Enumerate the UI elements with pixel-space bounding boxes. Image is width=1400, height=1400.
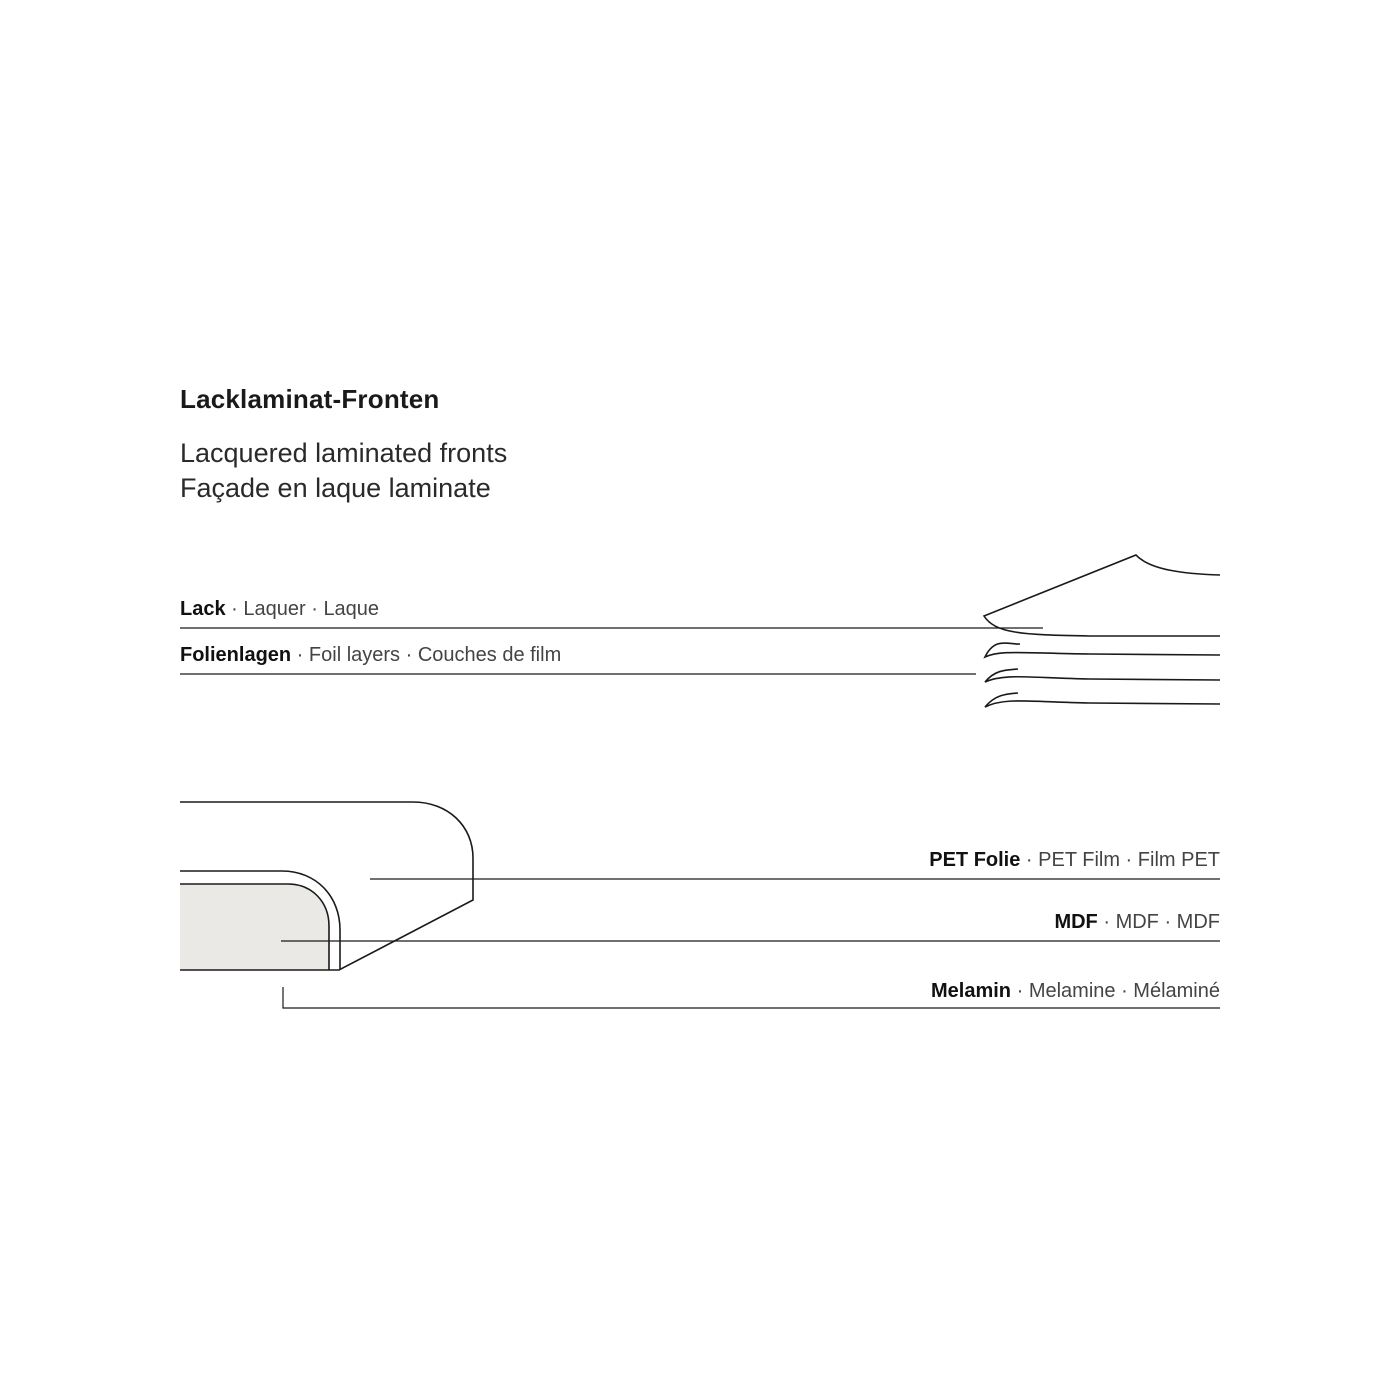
melamine-outline xyxy=(180,883,330,970)
pet-film-outline xyxy=(180,870,341,970)
label-lack-en: Laquer xyxy=(243,598,306,620)
label-folienlagen-fr: Couches de film xyxy=(417,644,562,666)
label-melamin-sep1: · xyxy=(1011,980,1029,1002)
label-mdf-fr: MDF xyxy=(1176,911,1220,933)
label-mdf-de: MDF xyxy=(1054,911,1098,933)
panel-top-outline xyxy=(180,801,474,971)
page-title: Lacklaminat-Fronten xyxy=(180,384,440,414)
label-mdf-sep2: · xyxy=(1158,911,1177,933)
foil-layer-3-outline xyxy=(984,692,1221,708)
label-pet-de: PET Folie xyxy=(929,849,1021,871)
label-folienlagen-en: Foil layers xyxy=(308,644,401,666)
foil-layer-1-outline xyxy=(983,642,1221,659)
label-folienlagen-sep2: · xyxy=(400,644,418,666)
subtitle-english: Lacquered laminated fronts xyxy=(180,438,508,468)
label-melamin-fr: Mélaminé xyxy=(1133,980,1220,1002)
label-melamin: Melamin · Melamine · Mélaminé xyxy=(931,979,1220,1003)
subtitle-french: Façade en laque laminate xyxy=(180,473,491,503)
label-pet-sep1: · xyxy=(1020,849,1039,871)
label-lack-de: Lack xyxy=(180,598,226,620)
label-folienlagen-sep1: · xyxy=(291,644,309,666)
label-melamin-de: Melamin xyxy=(931,980,1012,1002)
label-melamin-en: Melamine xyxy=(1028,980,1116,1002)
label-mdf-sep1: · xyxy=(1097,911,1116,933)
label-lack-sep1: · xyxy=(225,598,244,620)
label-pet-sep2: · xyxy=(1120,849,1138,871)
lacquer-layer-outline xyxy=(982,554,1221,637)
label-mdf: MDF · MDF · MDF xyxy=(1054,910,1220,934)
label-folienlagen: Folienlagen · Foil layers · Couches de f… xyxy=(180,643,561,667)
label-melamin-sep2: · xyxy=(1115,980,1134,1002)
label-folienlagen-de: Folienlagen xyxy=(180,644,292,666)
label-pet-fr: Film PET xyxy=(1137,849,1220,871)
mdf-core-fill xyxy=(180,884,329,970)
label-pet-en: PET Film xyxy=(1038,849,1120,871)
label-lack-sep2: · xyxy=(305,598,324,620)
label-lack: Lack · Laquer · Laque xyxy=(180,597,379,621)
foil-layer-2-outline xyxy=(984,668,1221,683)
leader-line-melamin xyxy=(282,987,1220,1009)
label-mdf-en: MDF xyxy=(1115,911,1159,933)
label-lack-fr: Laque xyxy=(323,598,380,620)
label-pet-folie: PET Folie · PET Film · Film PET xyxy=(929,848,1220,872)
